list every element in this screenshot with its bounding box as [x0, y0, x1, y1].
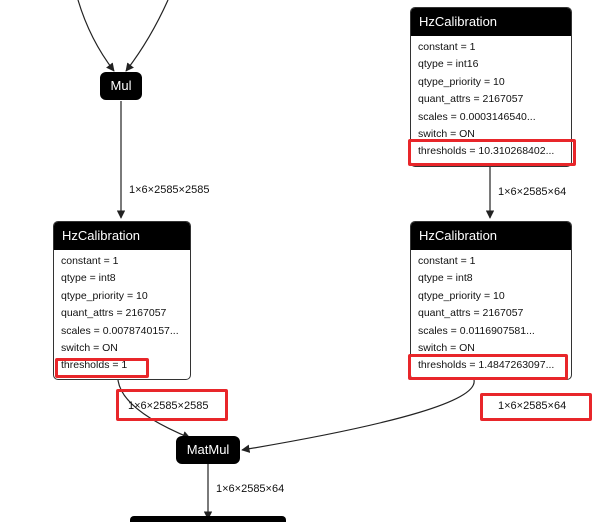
attr-qtype-priority: qtype_priority = 10 — [418, 75, 505, 88]
node-title: HzCalibration — [411, 222, 571, 250]
attr-quant-attrs: quant_attrs = 2167057 — [418, 307, 524, 320]
node-title: HzCalibration — [411, 8, 571, 36]
highlight-box-thresholds-top-right — [408, 139, 576, 166]
attr-qtype-priority: qtype_priority = 10 — [418, 289, 505, 302]
attr-scales: scales = 0.0078740157... — [61, 324, 179, 337]
attr-thresholds: thresholds = 10.310268402... — [418, 145, 555, 158]
attr-constant: constant = 1 — [418, 41, 476, 53]
edge-label-matmul-out: 1×6×2585×64 — [216, 483, 285, 495]
edge-hz-right-to-matmul — [241, 379, 475, 453]
hz-calibration-node-right[interactable]: HzCalibration constant = 1 qtype = int8 … — [410, 221, 572, 380]
next-node-partial[interactable] — [130, 516, 286, 522]
hz-calibration-node-left[interactable]: HzCalibration constant = 1 qtype = int8 … — [53, 221, 191, 380]
highlight-box-edge-left — [116, 389, 228, 421]
matmul-node[interactable]: MatMul — [176, 436, 240, 464]
edge-into-mul-left — [77, 0, 115, 72]
highlight-box-thresholds-left — [55, 358, 149, 378]
attr-constant: constant = 1 — [61, 255, 119, 267]
attr-scales: scales = 0.0116907581... — [418, 324, 535, 337]
highlight-box-edge-right — [480, 393, 592, 421]
attr-thresholds: thresholds = 1.4847263097... — [418, 359, 555, 372]
attr-qtype: qtype = int16 — [418, 58, 479, 71]
attr-thresholds: thresholds = 1 — [61, 359, 128, 372]
edge-label-mul-to-hz-left: 1×6×2585×2585 — [129, 184, 210, 196]
highlight-box-thresholds-right — [408, 354, 568, 380]
mul-node[interactable]: Mul — [100, 72, 142, 100]
attr-qtype: qtype = int8 — [61, 272, 116, 285]
attr-quant-attrs: quant_attrs = 2167057 — [418, 93, 524, 106]
edge-label-hz-left-to-matmul: 1×6×2585×2585 — [128, 400, 209, 412]
edge-hz-left-to-matmul — [117, 379, 191, 440]
edge-into-mul-right — [125, 0, 169, 72]
attr-switch: switch = ON — [61, 341, 118, 354]
edge-label-hz-top-right-to-hz-right: 1×6×2585×64 — [498, 186, 567, 198]
node-title: HzCalibration — [54, 222, 190, 250]
attr-constant: constant = 1 — [418, 255, 476, 267]
attr-quant-attrs: quant_attrs = 2167057 — [61, 307, 167, 320]
edge-label-hz-right-to-matmul: 1×6×2585×64 — [498, 400, 567, 412]
attr-scales: scales = 0.0003146540... — [418, 110, 536, 123]
attr-qtype-priority: qtype_priority = 10 — [61, 289, 148, 302]
attr-switch: switch = ON — [418, 341, 475, 354]
attr-switch: switch = ON — [418, 127, 475, 140]
attr-qtype: qtype = int8 — [418, 272, 473, 285]
